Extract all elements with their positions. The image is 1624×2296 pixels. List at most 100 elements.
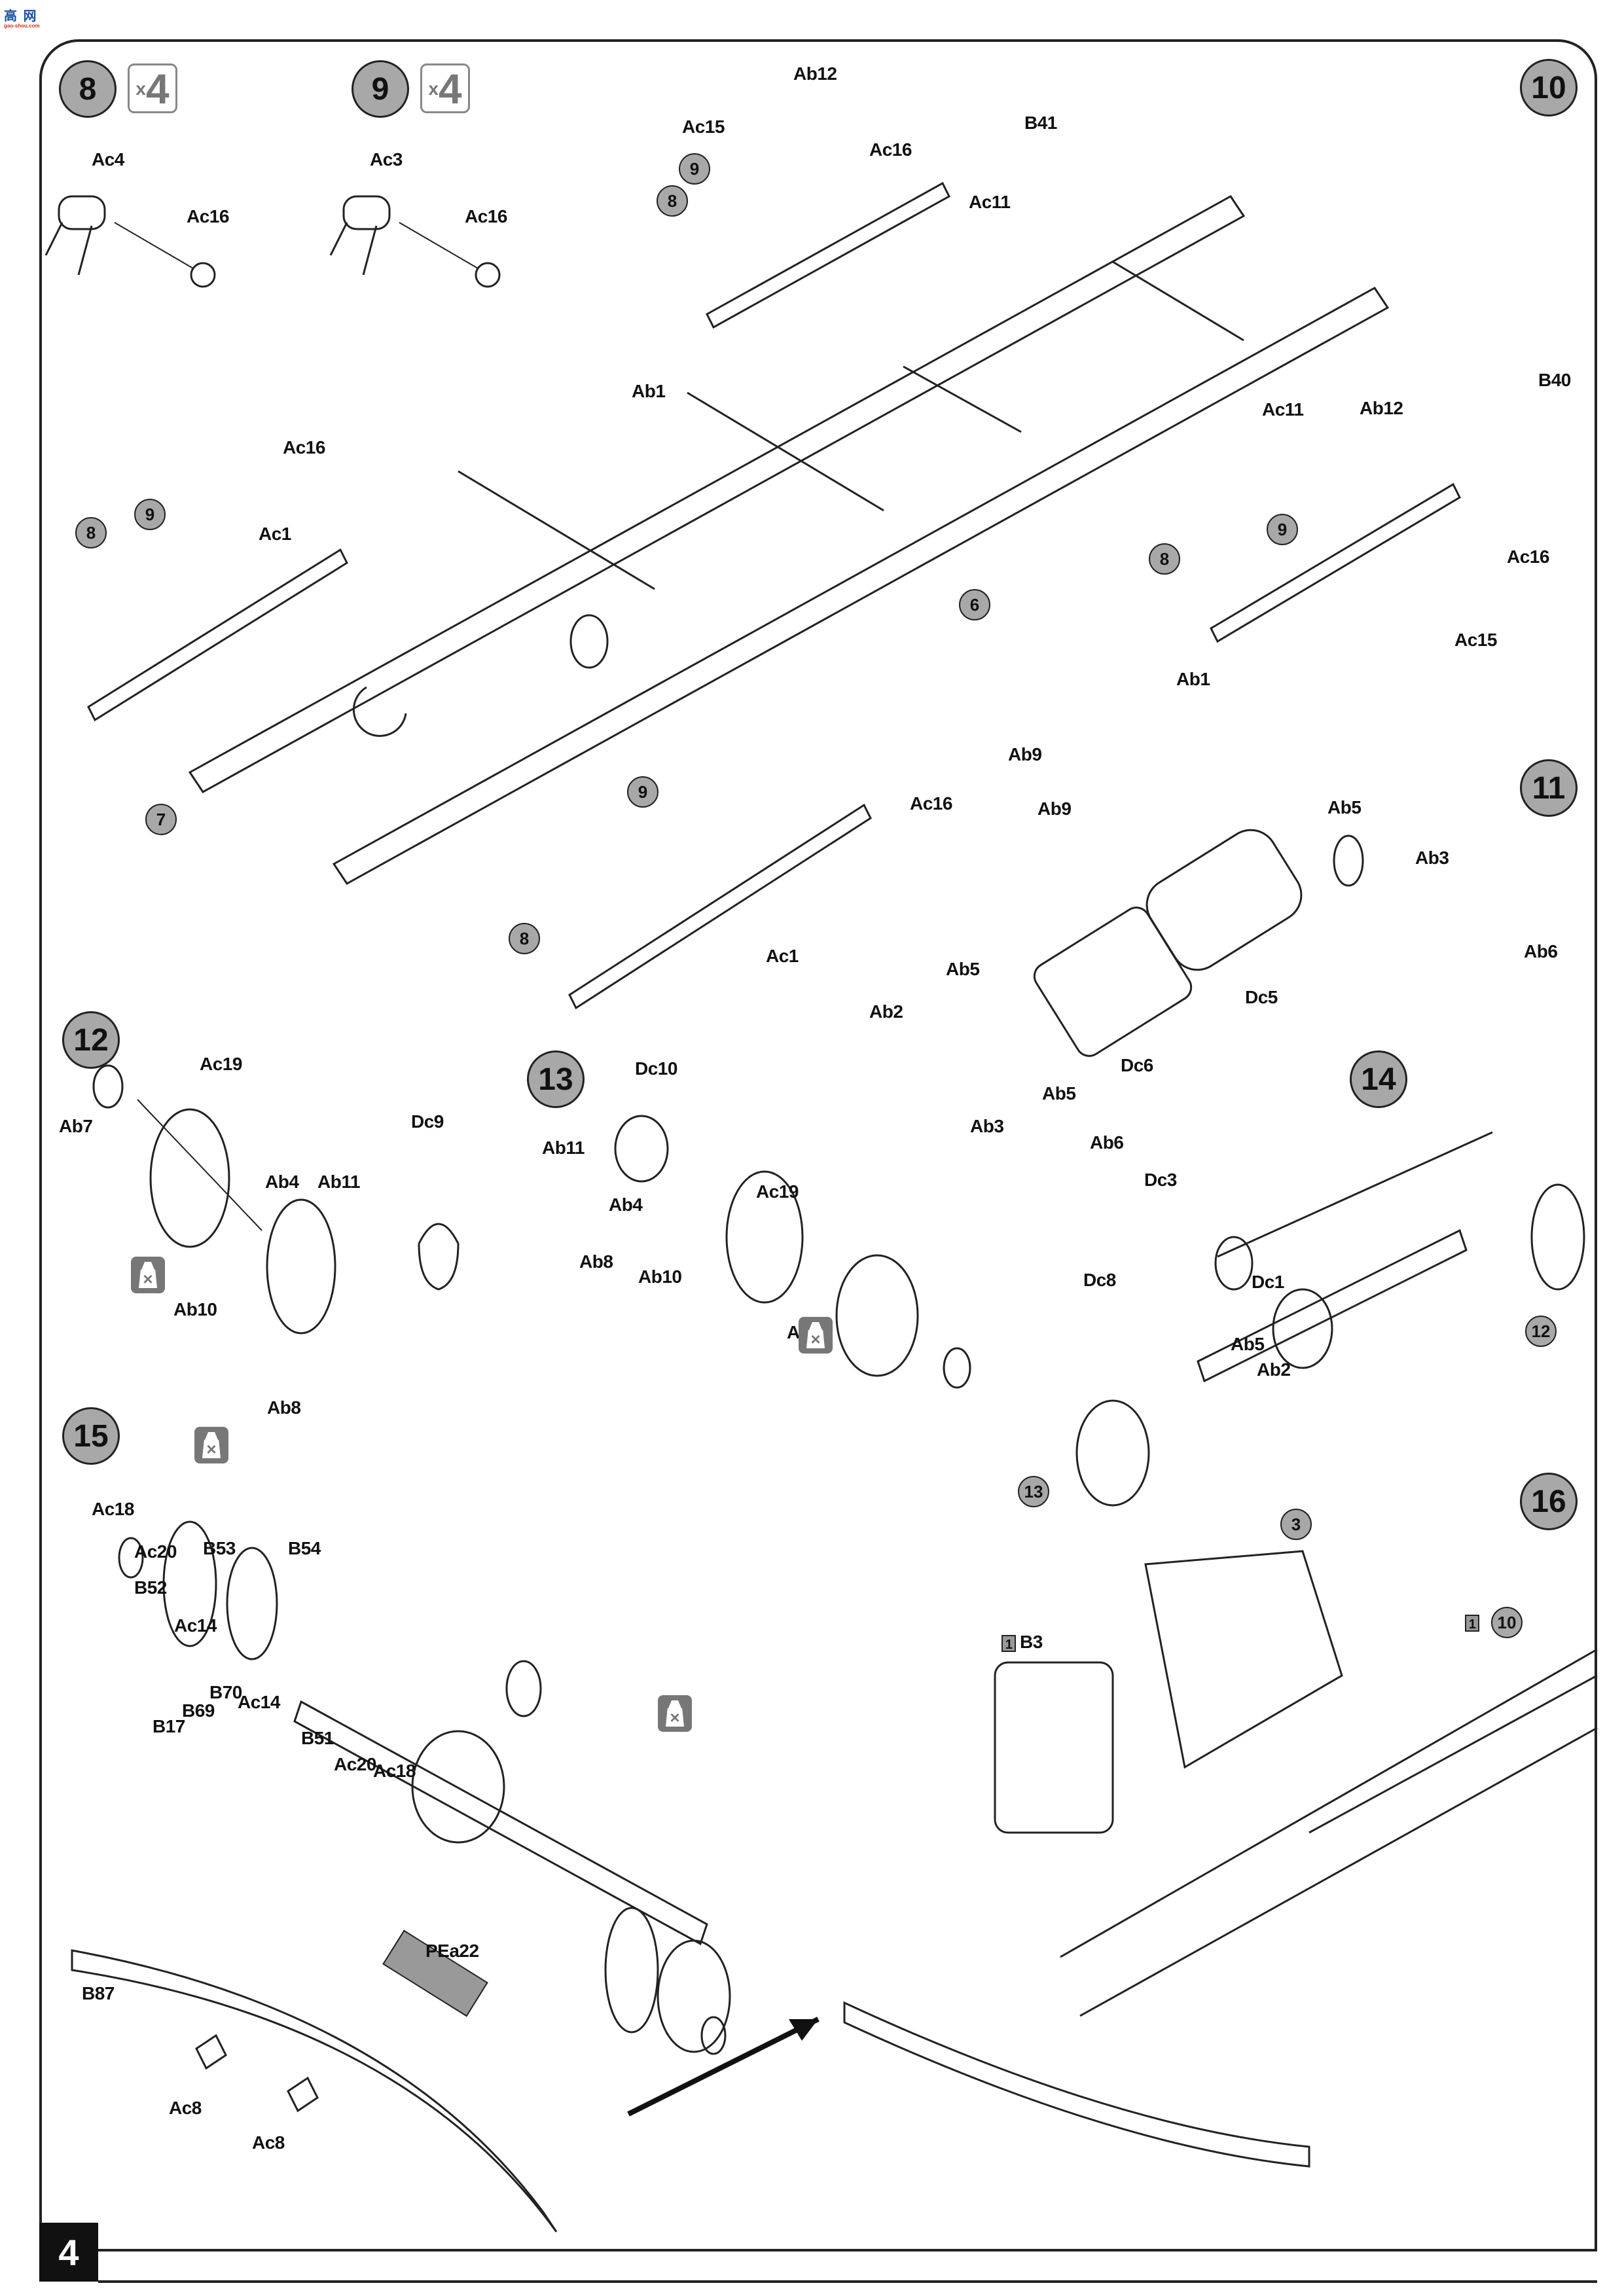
step-badge-16: 16 (1520, 1473, 1578, 1530)
part-label: Ab3 (1415, 848, 1449, 868)
step-badge-12: 12 (62, 1011, 120, 1069)
page-frame (39, 39, 1597, 2251)
part-label: B41 (1024, 113, 1057, 133)
part-label: PEa22 (425, 1941, 479, 1961)
watermark-url: gao-shou.com (4, 23, 40, 29)
front-axle-drawing (1075, 1131, 1585, 1507)
part-label: Ab4 (265, 1172, 299, 1192)
part-label: Ac20 (134, 1541, 177, 1562)
part-label: Ab12 (793, 63, 837, 84)
part-label: Ab11 (542, 1138, 585, 1158)
part-label: Ab8 (579, 1251, 613, 1272)
part-label: Ab7 (59, 1116, 93, 1136)
part-label: Dc10 (635, 1058, 677, 1079)
paint-ref-badge: 1 (1465, 1614, 1479, 1632)
subref-badge: 8 (509, 923, 540, 954)
engine-installation-drawing (843, 1550, 1598, 2168)
part-label: Ab9 (1038, 798, 1072, 819)
subref-badge: 3 (1280, 1509, 1312, 1540)
part-label: Ab11 (317, 1172, 360, 1192)
part-label: Ab10 (638, 1266, 682, 1287)
part-label: Ab5 (1042, 1083, 1076, 1103)
step-badge-11: 11 (1520, 759, 1578, 817)
part-label: Dc3 (1144, 1170, 1177, 1190)
part-label: Ac8 (169, 2098, 202, 2118)
part-label: Ac19 (200, 1054, 242, 1074)
transfer-case-drawing (1033, 829, 1364, 1057)
paint-ref-10: 1 (1465, 1611, 1483, 1632)
no-glue-icon (131, 1257, 165, 1293)
quantity-value: 4 (145, 65, 170, 113)
part-label: Ab5 (1327, 797, 1362, 817)
part-label: Ab1 (632, 381, 666, 401)
quantity-value: 4 (438, 65, 462, 113)
part-label: Ab1 (1176, 669, 1210, 689)
part-label: Ac14 (238, 1692, 280, 1712)
part-label: Dc1 (1252, 1272, 1284, 1292)
step-badge-9: 9 (352, 60, 409, 118)
part-label: B70 (209, 1682, 242, 1702)
part-label: B52 (134, 1577, 167, 1598)
step-badge-13: 13 (527, 1050, 585, 1108)
no-glue-icon (194, 1427, 228, 1463)
part-label: Ab5 (946, 959, 980, 979)
part-label: B53 (203, 1538, 236, 1558)
subref-badge: 7 (145, 804, 177, 835)
part-label: B69 (182, 1700, 215, 1721)
part-label: Ac14 (174, 1615, 217, 1636)
part-label: Ac16 (910, 793, 952, 814)
part-label: Ac20 (334, 1754, 376, 1774)
subref-badge: 8 (1149, 543, 1180, 575)
no-glue-icon (658, 1695, 692, 1732)
shackle-ac4-drawing (45, 195, 216, 288)
part-label: Ab6 (1524, 941, 1558, 961)
quantity-prefix: x (135, 79, 146, 99)
watermark-logo-text: 高 网 (4, 9, 38, 24)
rear-axle-drawing (118, 1520, 731, 2055)
step-badge-10: 10 (1520, 59, 1578, 117)
part-label: Ab12 (1360, 398, 1403, 418)
part-label: Ac18 (373, 1761, 416, 1781)
part-label: Ab8 (267, 1397, 301, 1418)
chassis-frame-drawing (188, 195, 1390, 885)
part-label: Ab10 (173, 1299, 217, 1319)
subref-badge: 6 (959, 589, 990, 620)
part-label: B40 (1538, 370, 1571, 390)
part-label: Ac16 (869, 139, 912, 160)
front-brake-drum-drawing-12 (92, 1064, 460, 1335)
subref-badge: 9 (627, 776, 659, 808)
subref-badge: 9 (134, 499, 166, 530)
subref-badge: 9 (1267, 514, 1298, 545)
leaf-spring-drawings (87, 181, 1461, 1010)
part-label: Ac3 (370, 149, 403, 170)
part-label: Dc5 (1245, 987, 1278, 1007)
no-glue-icon (799, 1317, 833, 1354)
subref-badge: 9 (679, 153, 710, 185)
part-label: B17 (153, 1716, 185, 1736)
part-label: B87 (82, 1983, 115, 2003)
part-label: Ab6 (1090, 1132, 1124, 1153)
part-label: Dc8 (1083, 1270, 1116, 1290)
part-label: Ac1 (259, 524, 291, 544)
part-label: Ab2 (1257, 1359, 1291, 1380)
part-label: Ac16 (187, 206, 229, 226)
step-badge-15: 15 (62, 1407, 120, 1465)
part-label: B54 (288, 1538, 321, 1558)
part-label: Ac8 (252, 2132, 285, 2153)
subref-badge: 8 (657, 185, 688, 217)
decal-pea22 (382, 1929, 488, 2017)
part-label-text: B3 (1020, 1632, 1043, 1652)
part-label: Dc9 (411, 1111, 444, 1132)
page-bottom-rule (98, 2280, 1597, 2283)
part-label: Ac11 (969, 192, 1011, 212)
part-label: Ab2 (869, 1001, 903, 1022)
quantity-prefix: x (428, 79, 439, 99)
part-label: Ac11 (1262, 399, 1304, 420)
watermark-logo: 高 网 gao-shou.com (4, 5, 50, 29)
paint-ref-badge: 1 (1001, 1634, 1016, 1652)
step-badge-14: 14 (1350, 1050, 1407, 1108)
bumper-drawing (71, 1929, 820, 2233)
